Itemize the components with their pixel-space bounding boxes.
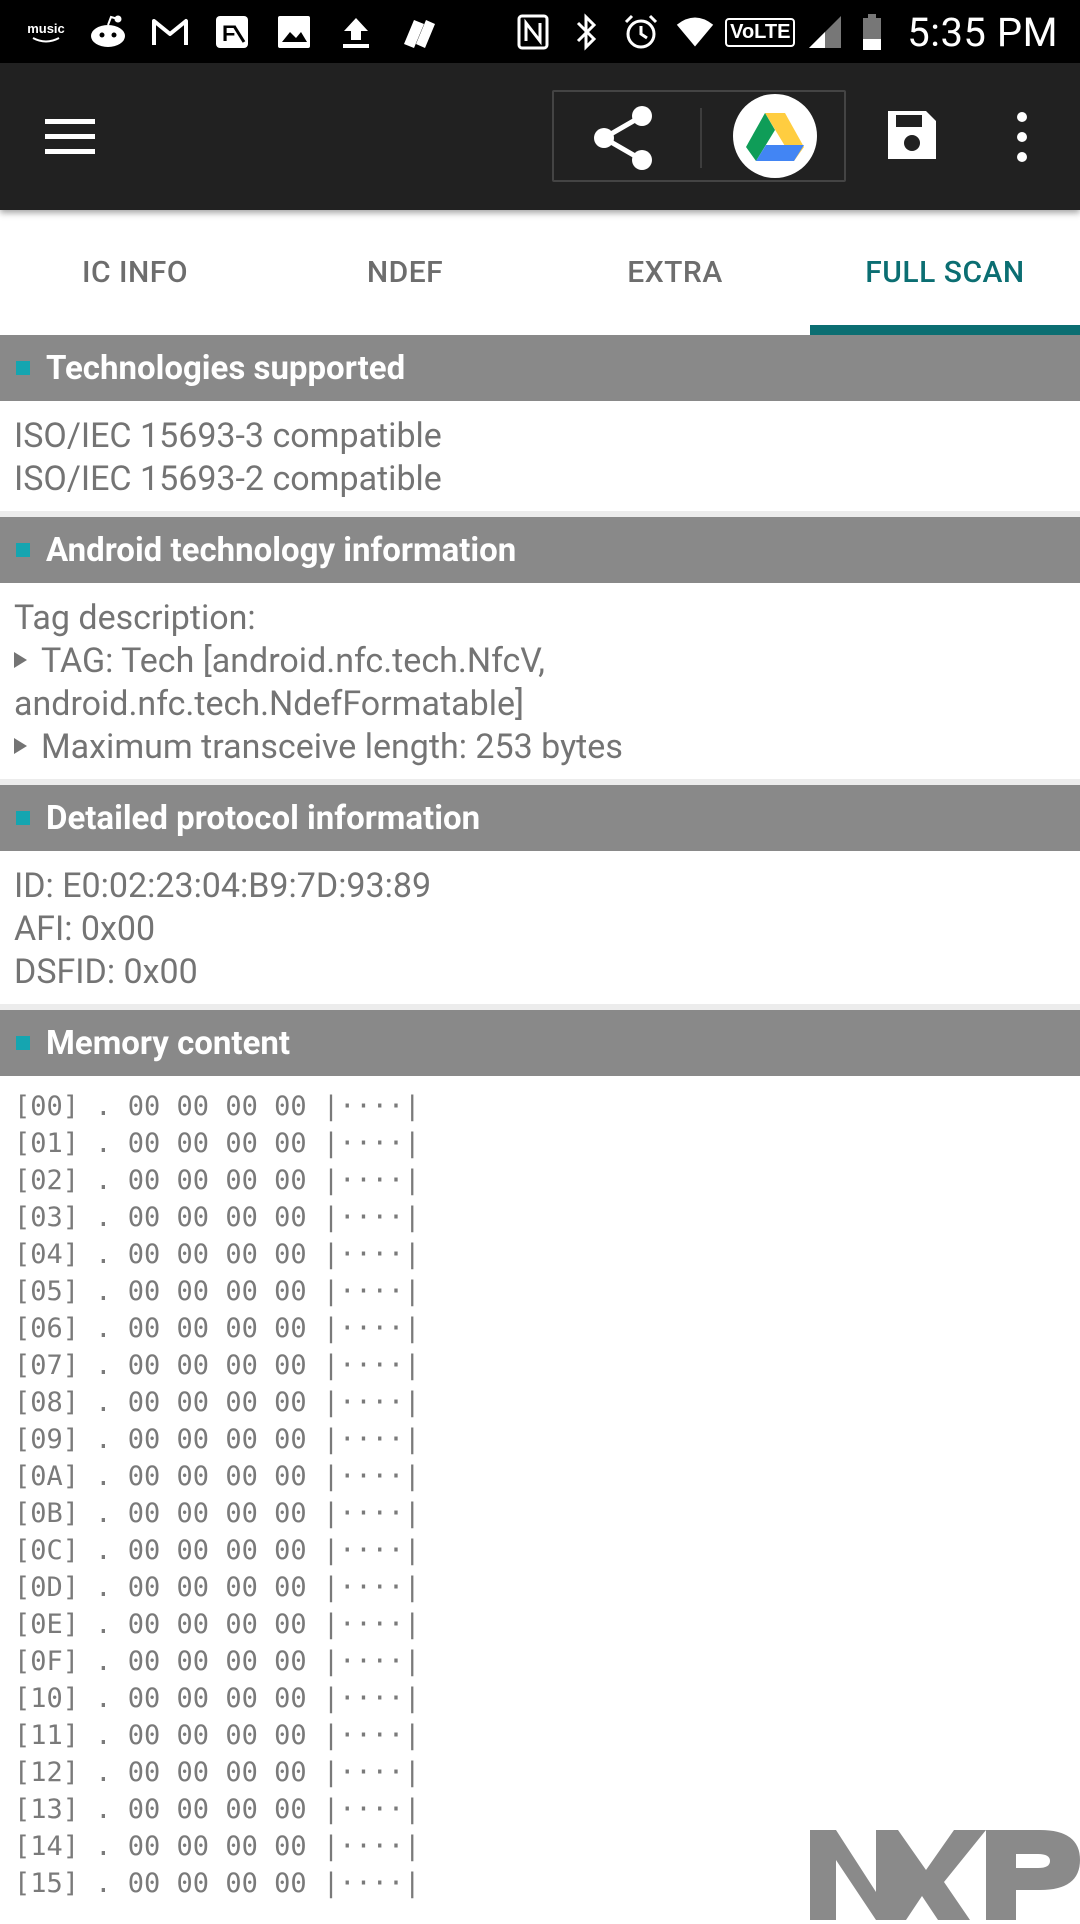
memory-row: [14] . 00 00 00 00 |····| [14, 1831, 421, 1862]
memory-row: [00] . 00 00 00 00 |····| [14, 1091, 421, 1122]
google-drive-icon[interactable] [733, 94, 817, 178]
save-icon[interactable] [884, 107, 940, 163]
tab-bar: IC INFO NDEF EXTRA FULL SCAN [0, 210, 1080, 335]
nxp-logo [810, 1822, 1080, 1920]
section-marker [16, 543, 30, 557]
section-header-technologies: Technologies supported [0, 335, 1080, 401]
scan-content[interactable]: Technologies supported ISO/IEC 15693-3 c… [0, 335, 1080, 1920]
section-body-technologies: ISO/IEC 15693-3 compatible ISO/IEC 15693… [0, 401, 1080, 511]
reddit-icon [88, 12, 128, 52]
memory-row: [07] . 00 00 00 00 |····| [14, 1350, 421, 1381]
svg-text:F: F [222, 21, 235, 46]
memory-row: [15] . 00 00 00 00 |····| [14, 1868, 421, 1899]
section-divider [0, 1004, 1080, 1010]
memory-dump: [00] . 00 00 00 00 |····| [01] . 00 00 00… [0, 1076, 1080, 1902]
bullet-text: TAG: Tech [android.nfc.tech.NfcV, [41, 641, 545, 681]
app-toolbar [0, 63, 1080, 210]
section-divider [0, 779, 1080, 785]
bullet-line: Maximum transceive length: 253 bytes [14, 726, 1066, 769]
section-title: Android technology information [46, 530, 517, 570]
status-bar: music F [0, 0, 1080, 63]
music-label: music [27, 20, 65, 36]
section-divider [0, 511, 1080, 517]
nfc-icon [513, 12, 553, 52]
section-marker [16, 1036, 30, 1050]
text-line: Tag description: [14, 598, 256, 638]
section-header-memory: Memory content [0, 1010, 1080, 1076]
memory-row: [06] . 00 00 00 00 |····| [14, 1313, 421, 1344]
tab-full-scan[interactable]: FULL SCAN [810, 210, 1080, 335]
cards-icon [398, 12, 438, 52]
text-line: ID: E0:02:23:04:B9:7D:93:89 [14, 866, 432, 906]
text-line: android.nfc.tech.NdefFormatable] [14, 684, 524, 724]
bullet-triangle-icon [14, 652, 27, 669]
memory-row: [02] . 00 00 00 00 |····| [14, 1165, 421, 1196]
memory-row: [11] . 00 00 00 00 |····| [14, 1720, 421, 1751]
section-title: Memory content [46, 1023, 291, 1063]
text-line: AFI: 0x00 [14, 909, 156, 949]
memory-row: [04] . 00 00 00 00 |····| [14, 1239, 421, 1270]
tab-extra[interactable]: EXTRA [540, 210, 810, 335]
tab-ic-info[interactable]: IC INFO [0, 210, 270, 335]
signal-icon [805, 12, 845, 52]
tab-label: IC INFO [81, 255, 188, 290]
memory-row: [03] . 00 00 00 00 |····| [14, 1202, 421, 1233]
more-vert-icon[interactable] [1004, 107, 1040, 167]
menu-icon[interactable] [40, 109, 100, 165]
bullet-text: Maximum transceive length: 253 bytes [41, 727, 623, 767]
memory-row: [0E] . 00 00 00 00 |····| [14, 1609, 421, 1640]
amazon-music-icon: music [26, 12, 66, 52]
feedly-icon: F [212, 12, 252, 52]
section-header-android: Android technology information [0, 517, 1080, 583]
section-body-android: Tag description: TAG: Tech [android.nfc.… [0, 583, 1080, 779]
volte-label: VoLTE [725, 17, 796, 47]
memory-row: [13] . 00 00 00 00 |····| [14, 1794, 421, 1825]
volte-icon: VoLTE [725, 12, 796, 52]
memory-row: [05] . 00 00 00 00 |····| [14, 1276, 421, 1307]
tab-label: EXTRA [627, 255, 723, 290]
memory-row: [12] . 00 00 00 00 |····| [14, 1757, 421, 1788]
upload-icon [336, 12, 376, 52]
clock: 5:35 PM [907, 8, 1058, 56]
bullet-line: TAG: Tech [android.nfc.tech.NfcV, [14, 640, 1066, 683]
bluetooth-icon [567, 12, 607, 52]
memory-row: [0A] . 00 00 00 00 |····| [14, 1461, 421, 1492]
tab-label: FULL SCAN [865, 255, 1025, 290]
memory-row: [08] . 00 00 00 00 |····| [14, 1387, 421, 1418]
toolbar-divider [700, 108, 702, 168]
memory-row: [0D] . 00 00 00 00 |····| [14, 1572, 421, 1603]
wifi-icon [675, 12, 715, 52]
tab-label: NDEF [366, 255, 444, 290]
notification-icons: music F [26, 8, 438, 56]
share-icon[interactable] [590, 104, 658, 172]
memory-row: [0C] . 00 00 00 00 |····| [14, 1535, 421, 1566]
tab-ndef[interactable]: NDEF [270, 210, 540, 335]
section-marker [16, 361, 30, 375]
memory-row: [10] . 00 00 00 00 |····| [14, 1683, 421, 1714]
battery-icon [859, 12, 885, 52]
section-title: Technologies supported [46, 348, 406, 388]
memory-row: [0B] . 00 00 00 00 |····| [14, 1498, 421, 1529]
active-tab-indicator [810, 325, 1080, 335]
section-body-protocol: ID: E0:02:23:04:B9:7D:93:89 AFI: 0x00 DS… [0, 851, 1080, 1004]
memory-row: [09] . 00 00 00 00 |····| [14, 1424, 421, 1455]
section-title: Detailed protocol information [46, 798, 481, 838]
section-marker [16, 811, 30, 825]
text-line: ISO/IEC 15693-2 compatible [14, 459, 442, 499]
text-line: ISO/IEC 15693-3 compatible [14, 416, 442, 456]
memory-row: [0F] . 00 00 00 00 |····| [14, 1646, 421, 1677]
gmail-icon [150, 12, 190, 52]
bullet-triangle-icon [14, 738, 27, 755]
system-icons: VoLTE 5:35 PM [513, 8, 1058, 56]
gallery-icon [274, 12, 314, 52]
text-line: DSFID: 0x00 [14, 952, 198, 992]
section-header-protocol: Detailed protocol information [0, 785, 1080, 851]
alarm-icon [621, 12, 661, 52]
memory-row: [01] . 00 00 00 00 |····| [14, 1128, 421, 1159]
share-action-group [552, 90, 846, 182]
